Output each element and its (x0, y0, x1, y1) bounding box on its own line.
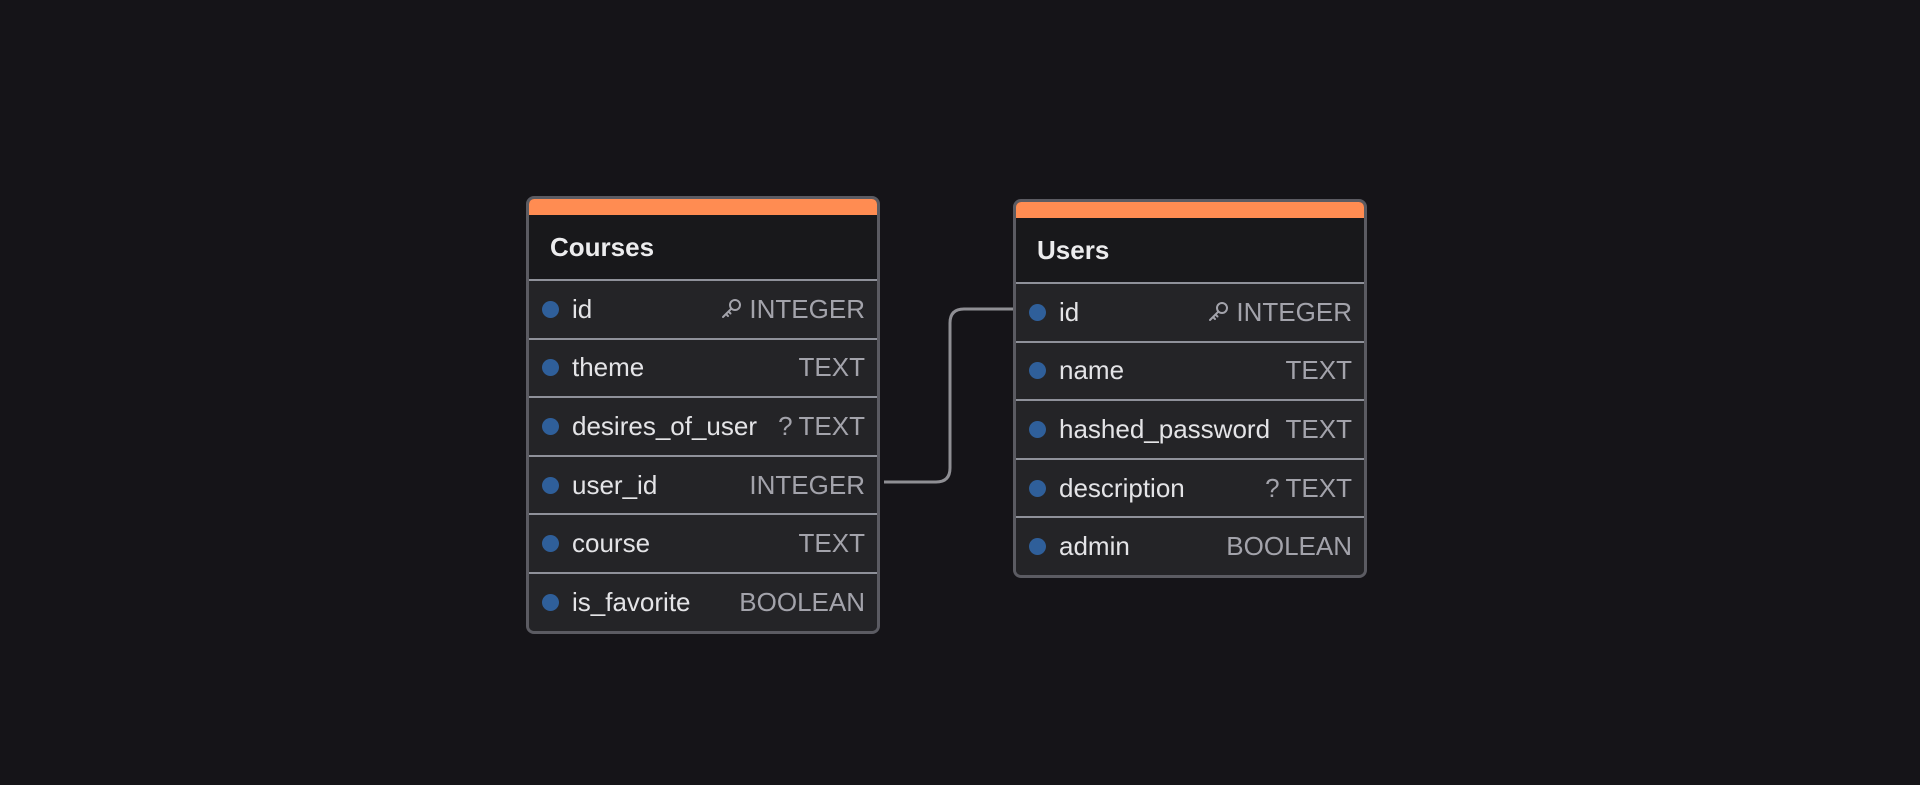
nullable-marker: ? (1265, 472, 1280, 503)
column-name: is_favorite (572, 586, 691, 617)
column-type-label: BOOLEAN (739, 586, 865, 617)
column-type-label: TEXT (798, 528, 865, 559)
column-type-label: TEXT (1285, 472, 1352, 503)
key-icon (1206, 300, 1230, 324)
table-accent-bar (529, 199, 877, 215)
column-row-hashed-password[interactable]: hashed_password TEXT (1016, 399, 1364, 458)
column-handle-dot[interactable] (542, 476, 559, 494)
column-type: ? TEXT (778, 411, 865, 442)
column-name: admin (1059, 531, 1130, 562)
column-type-label: TEXT (1285, 355, 1352, 386)
column-handle-dot[interactable] (1029, 479, 1046, 497)
column-name: theme (572, 352, 645, 383)
column-type-label: BOOLEAN (1226, 531, 1352, 562)
column-type: TEXT (1286, 414, 1352, 445)
column-handle-dot[interactable] (542, 359, 559, 377)
column-row-id[interactable]: id INTEGER (529, 279, 877, 338)
column-handle-dot[interactable] (1029, 362, 1046, 380)
column-row-desires-of-user[interactable]: desires_of_user ? TEXT (529, 396, 877, 455)
column-name: description (1059, 472, 1185, 503)
column-type: INTEGER (719, 294, 865, 325)
column-handle-dot[interactable] (1029, 538, 1046, 556)
column-type: ? TEXT (1265, 473, 1352, 504)
column-type-label: TEXT (1285, 413, 1352, 444)
column-name: hashed_password (1059, 413, 1271, 444)
column-handle-dot[interactable] (1029, 420, 1046, 438)
column-type-label: INTEGER (749, 293, 865, 324)
column-type: BOOLEAN (1226, 531, 1352, 562)
column-type: INTEGER (749, 470, 865, 501)
column-handle-dot[interactable] (542, 593, 559, 611)
column-row-description[interactable]: description ? TEXT (1016, 457, 1364, 517)
table-accent-bar (1016, 202, 1364, 218)
column-name: id (1059, 296, 1080, 327)
column-type: TEXT (799, 528, 865, 559)
column-row-id[interactable]: id INTEGER (1016, 282, 1364, 341)
column-type: INTEGER (1206, 297, 1352, 328)
column-row-course[interactable]: course TEXT (529, 513, 877, 572)
column-name: name (1059, 355, 1125, 386)
column-row-is-favorite[interactable]: is_favorite BOOLEAN (529, 571, 877, 631)
table-users[interactable]: Users id INTEGER name TEXT (1013, 199, 1367, 578)
table-title: Users (1016, 218, 1364, 282)
courses-user_id-to-users-id-connector (884, 307, 1013, 484)
column-name: desires_of_user (572, 410, 757, 441)
column-type-label: INTEGER (749, 469, 865, 500)
column-type: TEXT (1286, 355, 1352, 386)
nullable-marker: ? (778, 410, 793, 441)
key-icon (719, 297, 743, 321)
column-row-name[interactable]: name TEXT (1016, 340, 1364, 400)
table-courses[interactable]: Courses id INTEGER theme TEXT (526, 196, 880, 634)
column-type-label: INTEGER (1236, 296, 1352, 327)
column-type: BOOLEAN (739, 587, 865, 618)
column-type-label: TEXT (798, 410, 865, 441)
column-row-user-id[interactable]: user_id INTEGER (529, 454, 877, 514)
column-name: user_id (572, 469, 658, 500)
column-handle-dot[interactable] (542, 300, 559, 318)
column-type: TEXT (799, 352, 865, 383)
column-handle-dot[interactable] (1029, 303, 1046, 321)
column-handle-dot[interactable] (542, 535, 559, 553)
column-name: course (572, 528, 651, 559)
column-row-admin[interactable]: admin BOOLEAN (1016, 516, 1364, 575)
table-title: Courses (529, 215, 877, 279)
column-type-label: TEXT (798, 352, 865, 383)
column-row-theme[interactable]: theme TEXT (529, 337, 877, 397)
column-name: id (572, 293, 593, 324)
column-handle-dot[interactable] (542, 417, 559, 435)
